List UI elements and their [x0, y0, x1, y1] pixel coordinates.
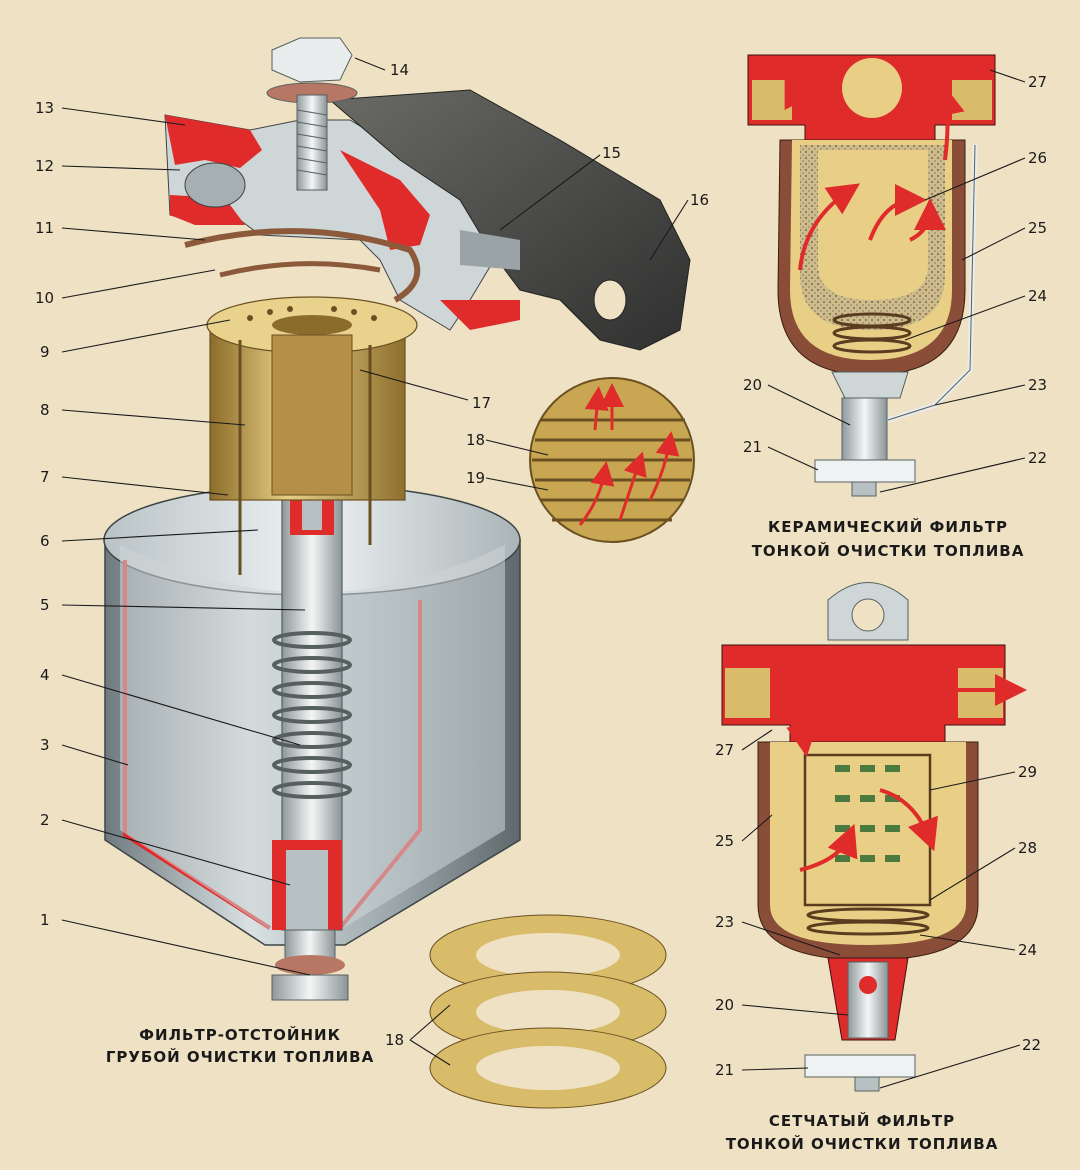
callout-numbers-ceramic: 20 21 22 23 24 25 26 27: [743, 73, 1047, 467]
callout-5: 5: [40, 596, 50, 614]
callout-mesh-28: 28: [1018, 839, 1037, 857]
callout-4: 4: [40, 666, 50, 684]
callout-3: 3: [40, 736, 50, 754]
callout-mesh-25: 25: [715, 832, 734, 850]
caption-coarse-line1: ФИЛЬТР-ОТСТОЙНИК: [139, 1025, 341, 1044]
caption-coarse-filter: ФИЛЬТР-ОТСТОЙНИК ГРУБОЙ ОЧИСТКИ ТОПЛИВА: [106, 1025, 374, 1066]
callout-ceramic-21: 21: [743, 438, 762, 456]
callout-mesh-29: 29: [1018, 763, 1037, 781]
spare-filter-rings: [429, 914, 667, 1109]
ceramic-filter-assembly: [747, 54, 996, 497]
callout-19: 19: [466, 469, 485, 487]
callout-1: 1: [40, 911, 50, 929]
caption-ceramic-line1: КЕРАМИЧЕСКИЙ ФИЛЬТР: [768, 517, 1008, 536]
callout-ceramic-23: 23: [1028, 376, 1047, 394]
rod-spring: [272, 631, 352, 799]
callout-10: 10: [35, 289, 54, 307]
caption-mesh-line2: ТОНКОЙ ОЧИСТКИ ТОПЛИВА: [726, 1134, 999, 1153]
callout-9: 9: [40, 343, 50, 361]
caption-mesh-filter: СЕТЧАТЫЙ ФИЛЬТР ТОНКОЙ ОЧИСТКИ ТОПЛИВА: [726, 1111, 999, 1153]
callout-18-rings: 18: [385, 1031, 404, 1049]
callout-ceramic-20: 20: [743, 376, 762, 394]
callout-ceramic-26: 26: [1028, 149, 1047, 167]
coarse-filter-assembly: [103, 37, 691, 1001]
lock-ring: [184, 228, 421, 303]
caption-coarse-line2: ГРУБОЙ ОЧИСТКИ ТОПЛИВА: [106, 1047, 374, 1066]
callout-mesh-24: 24: [1018, 941, 1037, 959]
mounting-bracket: [328, 89, 691, 351]
callout-17: 17: [472, 394, 491, 412]
callout-mesh-20: 20: [715, 996, 734, 1014]
callout-ceramic-24: 24: [1028, 287, 1047, 305]
callout-18: 18: [466, 431, 485, 449]
central-rod: [272, 459, 352, 931]
callout-numbers-mesh: 20 21 22 23 24 25 27 28 29: [715, 741, 1041, 1079]
callout-ceramic-22: 22: [1028, 449, 1047, 467]
callout-2: 2: [40, 811, 50, 829]
filter-element: [206, 296, 418, 575]
top-bolt: [266, 37, 358, 191]
callout-12: 12: [35, 157, 54, 175]
drain-plug: [271, 929, 349, 1001]
caption-mesh-line1: СЕТЧАТЫЙ ФИЛЬТР: [769, 1111, 955, 1130]
callout-ceramic-25: 25: [1028, 219, 1047, 237]
callout-15: 15: [602, 144, 621, 162]
callout-6: 6: [40, 532, 50, 550]
callout-13: 13: [35, 99, 54, 117]
callout-mesh-23: 23: [715, 913, 734, 931]
caption-ceramic-line2: ТОНКОЙ ОЧИСТКИ ТОПЛИВА: [752, 541, 1025, 560]
filter-mesh-detail: [529, 377, 695, 543]
callout-7: 7: [40, 468, 50, 486]
caption-ceramic-filter: КЕРАМИЧЕСКИЙ ФИЛЬТР ТОНКОЙ ОЧИСТКИ ТОПЛИ…: [752, 517, 1025, 560]
callout-mesh-27: 27: [715, 741, 734, 759]
callout-8: 8: [40, 401, 50, 419]
leader-lines: [61, 57, 1026, 1089]
callout-numbers-left: 1 2 3 4 5 6 7 8 9 10 11 12 13 14 15 16 1…: [35, 61, 709, 1049]
callout-mesh-22: 22: [1022, 1036, 1041, 1054]
callout-mesh-21: 21: [715, 1061, 734, 1079]
callout-16: 16: [690, 191, 709, 209]
callout-ceramic-27: 27: [1028, 73, 1047, 91]
mesh-filter-assembly: [721, 582, 1027, 1092]
callout-14: 14: [390, 61, 409, 79]
callout-11: 11: [35, 219, 54, 237]
